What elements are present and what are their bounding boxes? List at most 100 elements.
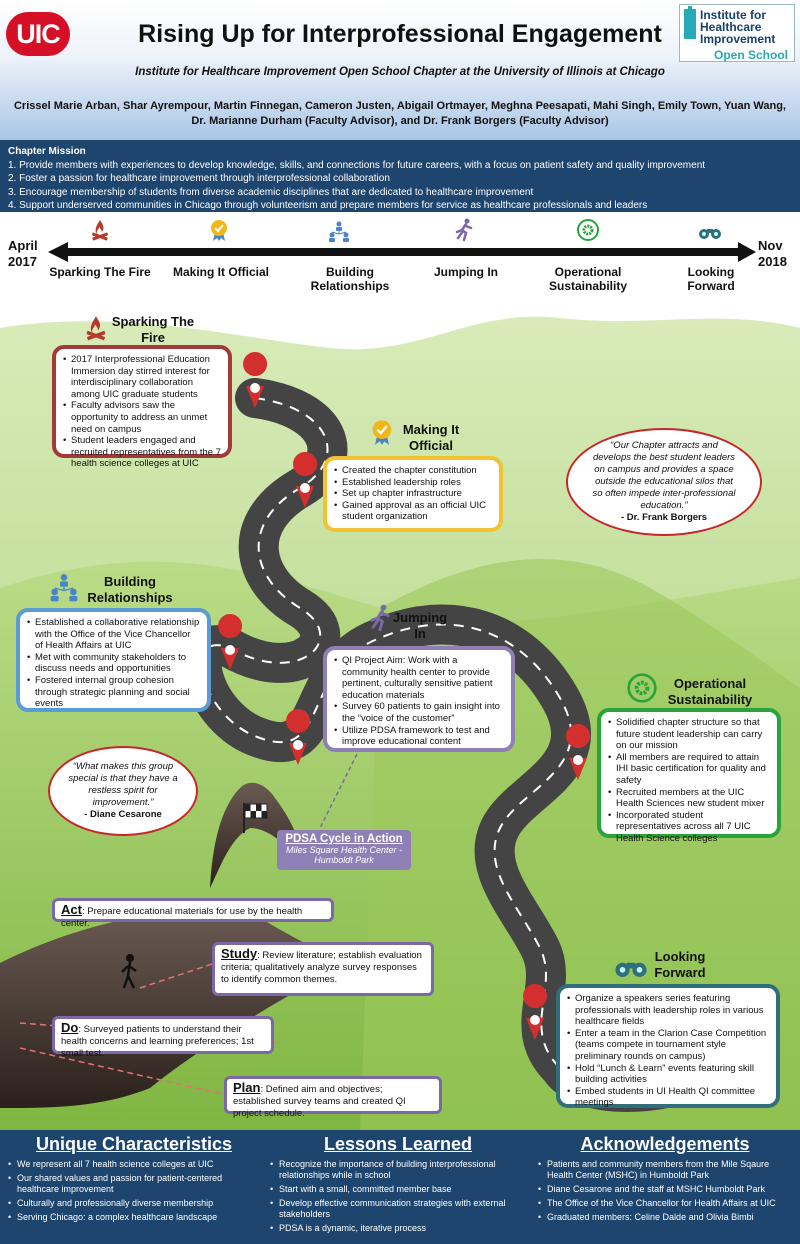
list-item: Faculty advisors saw the opportunity to … [63, 400, 221, 435]
pdsa-study-label: Study [221, 946, 258, 961]
poster-title: Rising Up for Interprofessional Engageme… [138, 20, 662, 48]
quote-text: “What makes this group special is that t… [68, 761, 178, 808]
pdsa-plan-text: : Defined aim and objectives; establishe… [233, 1084, 406, 1119]
list-item: Our shared values and passion for patien… [8, 1173, 260, 1195]
pdsa-study-text: : Review literature; establish evaluatio… [221, 950, 422, 985]
timeline-label-official: Making It Official [172, 265, 269, 279]
list-item: Established leadership roles [334, 477, 492, 489]
runner-icon [370, 604, 390, 632]
award-badge-icon [211, 220, 227, 241]
ihi-logo-line4: Open School [713, 48, 788, 62]
jumping-box: QI Project Aim: Work with a community he… [323, 646, 515, 752]
timeline-end: Nov 2018 [758, 238, 787, 270]
mission-item: 2. Foster a passion for healthcare impro… [8, 173, 390, 184]
list-item: Gained approval as an official UIC stude… [334, 500, 492, 523]
ihi-logo-line1: Institute for [700, 8, 766, 22]
list-item: Survey 60 patients to gain insight into … [334, 701, 504, 724]
timeline-label-building: Building Relationships [310, 265, 390, 293]
list-item: Culturally and professionally diverse me… [8, 1198, 260, 1209]
list-item: 2017 Interprofessional Education Immersi… [63, 354, 221, 400]
landscape-illustration: Sparking The Fire 2017 Interprofessional… [0, 308, 800, 1130]
team-network-icon [329, 221, 349, 242]
list-item: Embed students in UI Health QI committee… [567, 1086, 769, 1109]
section-title-sparking: Sparking The Fire [111, 314, 195, 345]
list-item: Recognize the importance of building int… [270, 1159, 526, 1181]
quote-cesarone: “What makes this group special is that t… [48, 746, 198, 836]
list-item: Serving Chicago: a complex healthcare la… [8, 1212, 260, 1223]
list-item: Utilize PDSA framework to test and impro… [334, 725, 504, 748]
end-year: 2018 [758, 254, 787, 269]
section-title-looking: Looking Forward [654, 949, 706, 980]
timeline-label-looking: Looking Forward [687, 265, 735, 293]
binoculars-icon [615, 962, 647, 977]
pdsa-study: Study: Review literature; establish eval… [212, 942, 434, 996]
list-item: QI Project Aim: Work with a community he… [334, 655, 504, 701]
quote-author: - Diane Cesarone [84, 809, 162, 820]
pdsa-location: Miles Square Health Center - Humboldt Pa… [285, 845, 403, 865]
section-title-operational: Operational Sustainability [667, 676, 753, 707]
mission-title: Chapter Mission [8, 146, 86, 157]
pdsa-do: Do: Surveyed patients to understand thei… [52, 1016, 274, 1059]
pdsa-act: Act: Prepare educational materials for u… [52, 898, 334, 929]
sparking-box: 2017 Interprofessional Education Immersi… [52, 345, 232, 469]
list-item: Fostered internal group cohesion through… [27, 675, 200, 710]
header: UIC Rising Up for Interprofessional Enga… [0, 0, 800, 140]
timeline-start: April 2017 [8, 238, 38, 270]
pdsa-act-text: : Prepare educational materials for use … [61, 906, 303, 929]
binoculars-icon [699, 229, 721, 239]
pdsa-plan-label: Plan [233, 1080, 261, 1095]
building-box: Established a collaborative relationship… [16, 608, 211, 712]
list-item: Graduated members: Celine Dalde and Oliv… [538, 1212, 792, 1223]
campfire-icon [91, 220, 109, 241]
team-network-icon [50, 574, 78, 602]
chapter-mission: Chapter Mission 1. Provide members with … [0, 140, 800, 212]
pdsa-do-text: : Surveyed patients to understand their … [61, 1024, 254, 1059]
mission-item: 3. Encourage membership of students from… [8, 186, 534, 198]
mission-item: 1. Provide members with experiences to d… [8, 159, 706, 171]
acknowledgements: Acknowledgements Patients and community … [538, 1130, 792, 1226]
looking-box: Organize a speakers series featuring pro… [556, 984, 780, 1108]
bottom-panel: Unique Characteristics We represent all … [0, 1130, 800, 1244]
quote-text: “Our Chapter attracts and develops the b… [592, 440, 736, 511]
section-title-building: Building Relationships [87, 574, 173, 605]
campfire-icon [86, 316, 106, 341]
list-item: Hold “Lunch & Learn” events featuring sk… [567, 1063, 769, 1086]
pdsa-act-label: Act [61, 902, 82, 917]
timeline-arrow [48, 242, 756, 262]
section-title-official: Making It Official [402, 422, 460, 453]
list-item: PDSA is a dynamic, iterative process [270, 1223, 526, 1234]
list-item: Enter a team in the Clarion Case Competi… [567, 1028, 769, 1063]
list-item: All members are required to attain IHI b… [608, 752, 770, 787]
list-item: Solidified chapter structure so that fut… [608, 717, 770, 752]
list-item: Created the chapter constitution [334, 465, 492, 477]
pdsa-do-label: Do [61, 1020, 79, 1035]
uic-logo: UIC [6, 12, 70, 56]
list-item: The Office of the Vice Chancellor for He… [538, 1198, 792, 1209]
list-item: Develop effective communication strategi… [270, 1198, 526, 1220]
quote-author: - Dr. Frank Borgers [620, 512, 708, 523]
start-month: April [8, 238, 38, 253]
pdsa-plan: Plan: Defined aim and objectives; establ… [224, 1076, 442, 1119]
timeline-label-operational: Operational Sustainability [548, 265, 628, 293]
start-year: 2017 [8, 254, 37, 269]
list-item: Met with community stakeholders to discu… [27, 652, 200, 675]
quote-borgers: “Our Chapter attracts and develops the b… [566, 428, 762, 536]
unique-title: Unique Characteristics [35, 1134, 233, 1154]
pdsa-cycle-banner: PDSA Cycle in Action Miles Square Health… [277, 830, 411, 870]
list-item: Set up chapter infrastructure [334, 488, 492, 500]
timeline-label-sparking: Sparking The Fire [49, 265, 151, 279]
unique-characteristics: Unique Characteristics We represent all … [8, 1130, 260, 1226]
timeline-label-jumping: Jumping In [434, 265, 498, 279]
poster-subtitle: Institute for Healthcare Improvement Ope… [135, 66, 665, 78]
ihi-mark-icon [684, 6, 696, 39]
lessons-learned: Lessons Learned Recognize the importance… [270, 1130, 526, 1237]
runner-icon [455, 218, 473, 242]
list-item: Start with a small, committed member bas… [270, 1184, 526, 1195]
ihi-logo-line2: Healthcare [700, 20, 762, 34]
list-item: Recruited members at the UIC Health Scie… [608, 787, 770, 810]
pdsa-title: PDSA Cycle in Action [285, 833, 403, 845]
list-item: Diane Cesarone and the staff at MSHC Hum… [538, 1184, 792, 1195]
mission-item: 4. Support underserved communities in Ch… [8, 200, 648, 211]
lessons-title: Lessons Learned [323, 1134, 473, 1154]
